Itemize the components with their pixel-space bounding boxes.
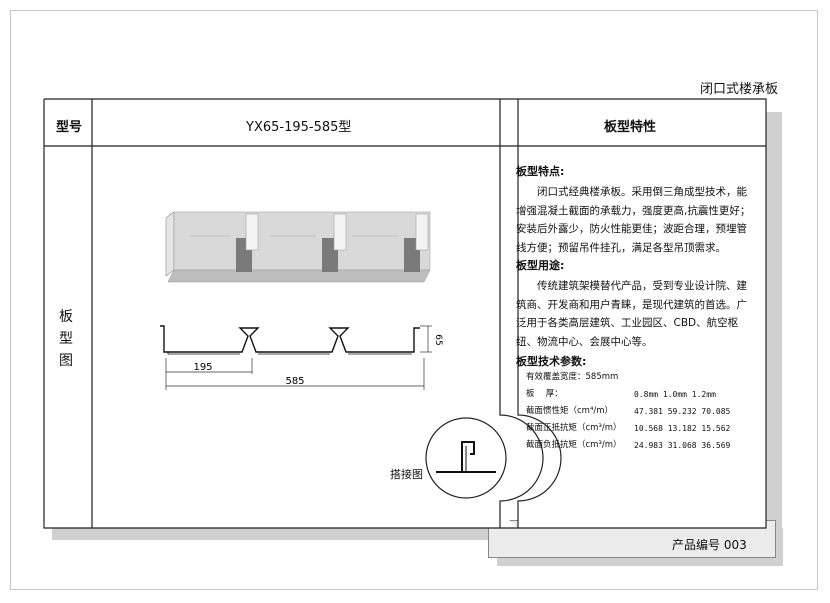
param-label: 截面惯性矩（cm⁴/m）	[526, 406, 614, 416]
thickness-values: 0.8mm 1.0mm 1.2mm	[634, 390, 716, 399]
param-row: 截面正抵抗矩（cm³/m） 10.568 13.182 15.562	[516, 420, 756, 437]
left-label-char: 板	[59, 309, 73, 325]
coverage-text: 有效覆盖宽度：585mm	[526, 372, 619, 382]
joint-label: 搭接图	[390, 468, 423, 481]
params-title: 板型技术参数:	[516, 355, 587, 368]
param-label: 截面正抵抗矩（cm³/m）	[526, 423, 622, 433]
document-title: 闭口式楼承板	[699, 82, 778, 97]
params-block: 有效覆盖宽度：585mm 板 厚： 0.8mm 1.0mm 1.2mm 截面惯性…	[516, 369, 756, 454]
param-values: 24.983 31.068 36.569	[634, 441, 731, 450]
panel-3d-render	[165, 211, 431, 283]
param-values: 47.381 59.232 70.085	[634, 407, 731, 416]
param-row: 截面惯性矩（cm⁴/m） 47.381 59.232 70.085	[516, 403, 756, 420]
header-model-label: 型号	[56, 120, 83, 135]
param-label: 截面负抵抗矩（cm³/m）	[526, 440, 622, 450]
header-props-label: 板型特性	[604, 120, 657, 135]
page-frame	[10, 10, 818, 590]
thickness-label: 板 厚：	[526, 389, 563, 399]
properties-panel: 板型特点: 闭口式经典楼承板。采用倒三角成型技术，能增强混凝土截面的承载力，强度…	[516, 165, 756, 454]
dim-pitch-label: 195	[193, 362, 212, 373]
param-row: 截面负抵抗矩（cm³/m） 24.983 31.068 36.569	[516, 437, 756, 454]
usage-text: 传统建筑架模替代产品，受到专业设计院、建筑商、开发商和用户青睐，是现代建筑的首选…	[516, 280, 747, 348]
left-label-char: 型	[59, 331, 73, 347]
features-title: 板型特点:	[516, 165, 565, 178]
usage-title: 板型用途:	[516, 259, 565, 272]
table-border	[43, 98, 767, 529]
product-number: 产品编号 003	[672, 538, 747, 552]
dim-width-label: 585	[285, 376, 304, 387]
param-values: 10.568 13.182 15.562	[634, 424, 731, 433]
table-shadow-bottom	[52, 528, 498, 540]
panel-profile-section	[160, 325, 420, 355]
left-label-char: 图	[59, 353, 73, 369]
dim-height-label: 65	[433, 334, 443, 345]
table-shadow-right	[766, 112, 782, 540]
joint-detail	[425, 417, 507, 499]
dimension-lines	[165, 325, 432, 390]
header-model-value: YX65-195-585型	[246, 120, 352, 135]
features-text: 闭口式经典楼承板。采用倒三角成型技术，能增强混凝土截面的承载力，强度更高,抗震性…	[516, 186, 751, 254]
